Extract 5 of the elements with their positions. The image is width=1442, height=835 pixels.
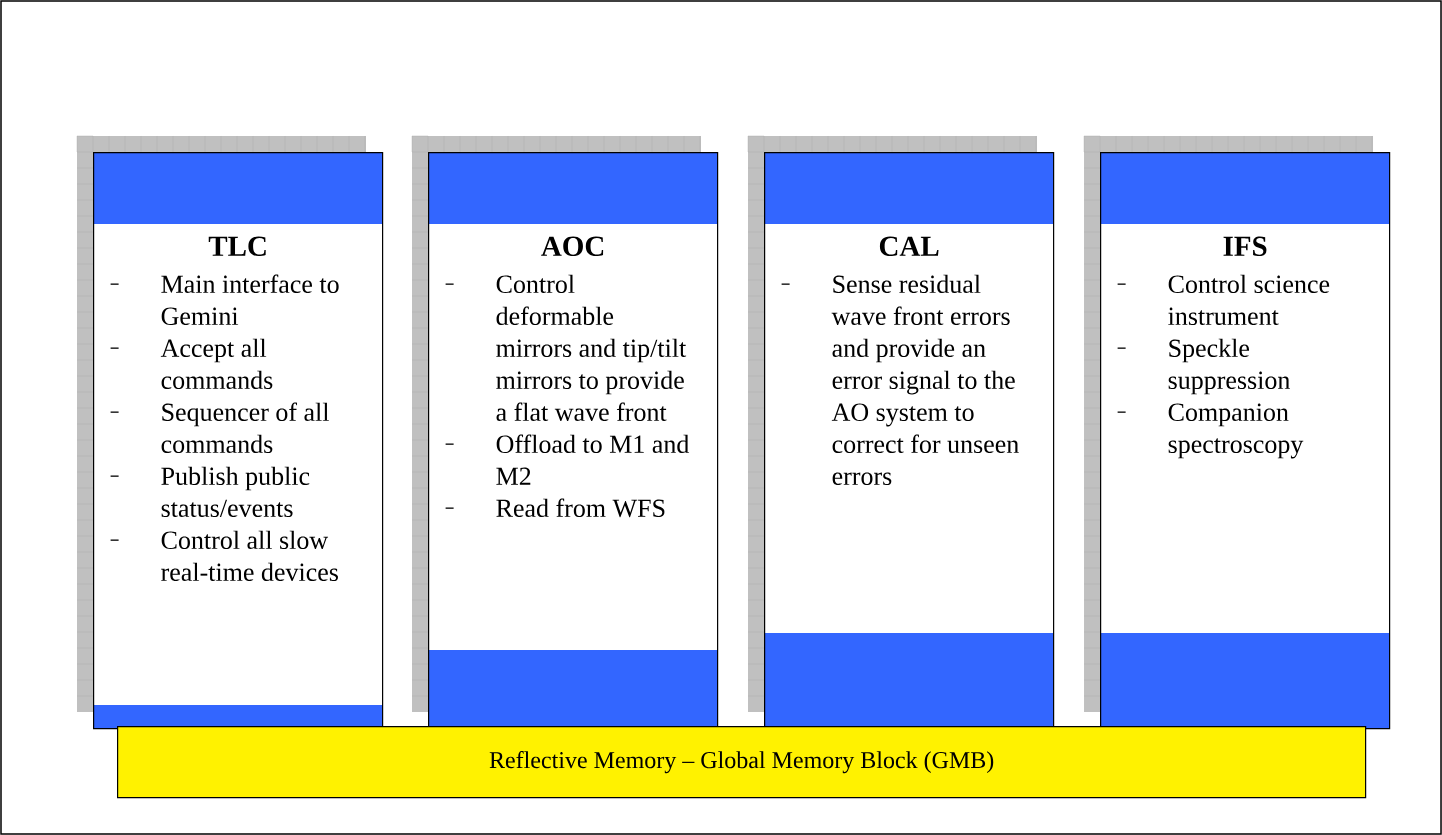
memory-bar: Reflective Memory – Global Memory Block (GMB) [117,726,1367,799]
module-box: TLC Main interface to Gemini Accept all commands Sequencer of all commands Publish public status/events Control all slow real-time devices [76,135,384,730]
module-box: IFS Control science instrument Speckle suppression Companion spectroscopy [1083,135,1391,730]
module-box: AOC Control deformable mirrors and tip/tilt mirrors to provide a flat wave front Offload to M1 and M2 Read from WFS [411,135,719,730]
module-box: CAL Sense residual wave front errors and provide an error signal to the AO system to correct for unseen errors [747,135,1055,730]
